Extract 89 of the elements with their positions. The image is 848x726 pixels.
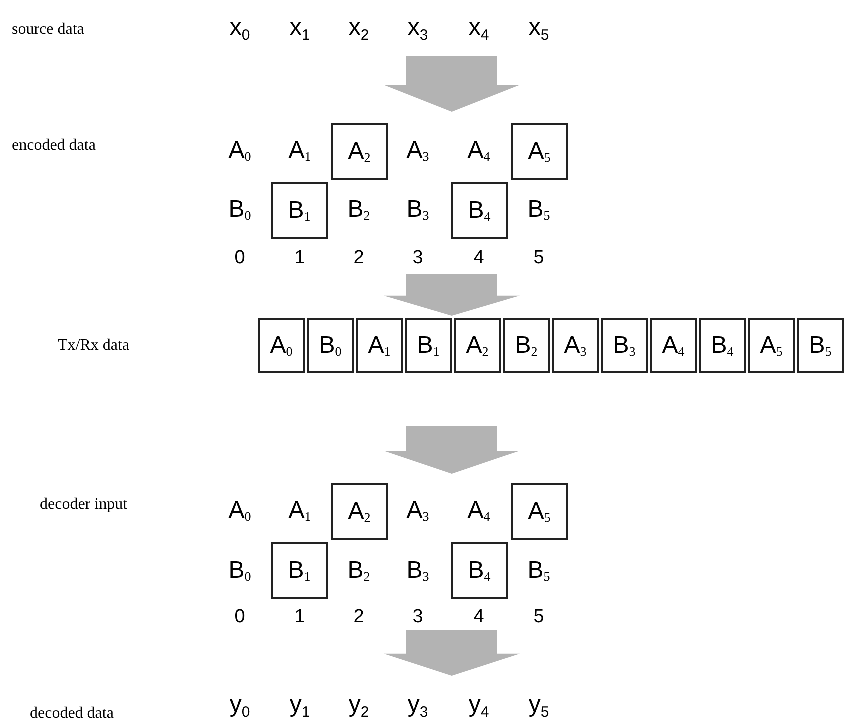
- symbol-label: x$_{5}$: [528, 16, 550, 40]
- flow-arrow: [384, 274, 520, 316]
- symbol-label: B$_{0}$: [319, 334, 342, 358]
- symbol-label: B$_{5}$: [809, 334, 832, 358]
- symbol-box: [405, 318, 452, 373]
- symbol-box: [451, 542, 508, 599]
- index-number: 0: [234, 248, 246, 268]
- stage-label: source data: [12, 22, 84, 38]
- symbol-label: A$_{1}$: [368, 334, 391, 358]
- symbol-label: B$_{3}$: [406, 559, 430, 583]
- symbol-box: [271, 542, 328, 599]
- symbol-label: A$_{3}$: [564, 334, 587, 358]
- symbol-box: [650, 318, 697, 373]
- symbol-label: A$_{0}$: [228, 499, 252, 523]
- symbol-label: A$_{2}$: [348, 140, 371, 164]
- symbol-label: B$_{0}$: [228, 559, 252, 583]
- symbol-box: [601, 318, 648, 373]
- symbol-label: B$_{4}$: [468, 558, 491, 582]
- index-number: 1: [294, 248, 306, 268]
- symbol-label: y$_{2}$: [348, 693, 370, 717]
- symbol-label: A$_{3}$: [406, 499, 430, 523]
- symbol-label: x$_{1}$: [290, 16, 310, 40]
- symbol-label: y$_{5}$: [528, 693, 550, 717]
- symbol-label: B$_{2}$: [348, 198, 370, 222]
- symbol-box: [271, 182, 328, 239]
- index-number: 5: [534, 608, 544, 626]
- symbol-label: B$_{4}$: [711, 334, 734, 358]
- symbol-label: B$_{1}$: [417, 334, 440, 358]
- symbol-box: [699, 318, 746, 373]
- symbol-box: [797, 318, 844, 373]
- symbol-label: A$_{0}$: [228, 139, 252, 163]
- symbol-label: A$_{5}$: [528, 140, 551, 164]
- index-number: 4: [474, 608, 484, 626]
- symbol-label: x$_{2}$: [348, 16, 370, 40]
- symbol-label: A$_{4}$: [662, 334, 685, 358]
- symbol-label: y$_{0}$: [230, 693, 250, 717]
- symbol-label: B$_{4}$: [468, 198, 491, 222]
- symbol-label: B$_{3}$: [406, 198, 430, 222]
- symbol-label: y$_{1}$: [290, 693, 310, 717]
- symbol-box: [331, 483, 388, 540]
- symbol-box: [454, 318, 501, 373]
- symbol-box: [258, 318, 305, 373]
- symbol-box: [511, 483, 568, 540]
- index-number: 4: [474, 248, 484, 268]
- symbol-label: A$_{2}$: [466, 334, 489, 358]
- symbol-box: [307, 318, 354, 373]
- symbol-label: A$_{5}$: [528, 500, 551, 524]
- flow-arrow: [384, 630, 520, 676]
- symbol-label: A$_{4}$: [468, 499, 490, 523]
- symbol-label: A$_{4}$: [468, 139, 490, 163]
- symbol-label: y$_{3}$: [408, 693, 428, 717]
- index-number: 5: [534, 248, 544, 268]
- symbol-box: [331, 123, 388, 180]
- flow-arrow: [384, 426, 520, 474]
- symbol-box: [511, 123, 568, 180]
- index-number: 2: [354, 608, 364, 626]
- index-number: 3: [412, 248, 424, 268]
- symbol-label: B$_{0}$: [228, 198, 252, 222]
- symbol-label: x$_{3}$: [408, 16, 428, 40]
- symbol-label: x$_{0}$: [230, 16, 250, 40]
- symbol-box: [552, 318, 599, 373]
- symbol-label: B$_{5}$: [528, 198, 550, 222]
- symbol-label: A$_{3}$: [406, 139, 430, 163]
- symbol-box: [503, 318, 550, 373]
- symbol-label: B$_{1}$: [288, 558, 311, 582]
- symbol-box: [748, 318, 795, 373]
- stage-label: decoder input: [40, 497, 128, 513]
- stage-label: encoded data: [12, 138, 96, 154]
- index-number: 3: [412, 608, 424, 626]
- stage-label: Tx/Rx data: [58, 338, 130, 354]
- symbol-box: [451, 182, 508, 239]
- symbol-label: x$_{4}$: [468, 16, 490, 40]
- symbol-box: [356, 318, 403, 373]
- index-number: 0: [234, 608, 246, 626]
- symbol-label: A$_{1}$: [288, 499, 312, 523]
- symbol-label: B$_{5}$: [528, 559, 550, 583]
- symbol-label: y$_{4}$: [468, 693, 490, 717]
- symbol-label: B$_{1}$: [288, 198, 311, 222]
- symbol-label: A$_{0}$: [270, 334, 293, 358]
- symbol-label: B$_{2}$: [348, 559, 370, 583]
- symbol-label: A$_{2}$: [348, 500, 371, 524]
- index-number: 2: [354, 248, 364, 268]
- stage-label: decoded data: [30, 706, 114, 722]
- symbol-label: B$_{2}$: [515, 334, 538, 358]
- flow-arrow: [384, 56, 520, 112]
- symbol-label: B$_{3}$: [613, 334, 636, 358]
- symbol-label: A$_{5}$: [760, 334, 783, 358]
- index-number: 1: [294, 608, 306, 626]
- symbol-label: A$_{1}$: [288, 139, 312, 163]
